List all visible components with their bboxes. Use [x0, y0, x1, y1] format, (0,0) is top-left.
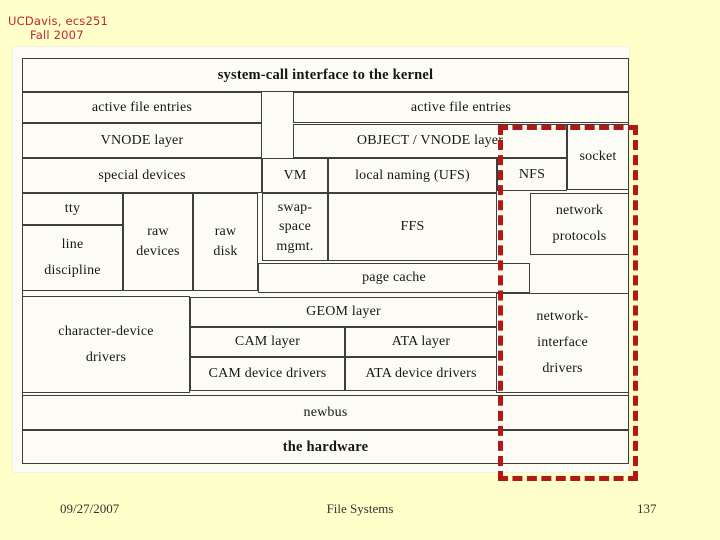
diagram-box-socket: socket — [567, 124, 629, 190]
footer-date: 09/27/2007 — [60, 501, 120, 516]
diagram-box-newbus: newbus — [22, 395, 629, 430]
diagram-box-ata-layer: ATA layer — [345, 327, 497, 357]
diagram-box-nfs: NFS — [497, 158, 567, 191]
diagram-box-raw-devices: raw devices — [123, 193, 193, 291]
diagram-box-active-file-entries-right: active file entries — [293, 92, 629, 123]
diagram-box-ffs: FFS — [328, 193, 497, 261]
diagram-box-active-file-entries-left: active file entries — [22, 92, 262, 123]
course-header: UCDavis, ecs251 Fall 2007 — [8, 14, 108, 43]
diagram-box-cam-device-drivers: CAM device drivers — [190, 357, 345, 391]
diagram-box-network-interface-drivers: network- interface drivers — [496, 293, 629, 393]
diagram-box-ata-device-drivers: ATA device drivers — [345, 357, 497, 391]
diagram-box-geom-layer: GEOM layer — [190, 297, 497, 327]
footer-page-number: 137 — [637, 501, 657, 516]
diagram-box-vnode-layer: VNODE layer — [22, 123, 262, 158]
course-header-line1: UCDavis, ecs251 — [8, 14, 108, 28]
diagram-box-the-hardware: the hardware — [22, 430, 629, 464]
network-stack-highlight-box — [498, 125, 638, 481]
diagram-box-page-cache: page cache — [258, 263, 530, 293]
footer-section-title: File Systems — [326, 501, 394, 516]
diagram-box-character-device-drivers: character-device drivers — [22, 296, 190, 393]
course-header-line2: Fall 2007 — [30, 28, 84, 43]
diagram-box-system-call-interface: system-call interface to the kernel — [22, 58, 629, 92]
slide-footer: 09/27/2007 File Systems 137 — [0, 501, 720, 519]
diagram-box-cam-layer: CAM layer — [190, 327, 345, 357]
diagram-box-vm: VM — [262, 158, 328, 193]
diagram-box-swap-space-mgmt: swap- space mgmt. — [262, 193, 328, 261]
diagram-box-network-protocols: network protocols — [530, 193, 629, 255]
diagram-box-tty: tty — [22, 193, 123, 225]
scanned-figure-paper — [13, 47, 629, 472]
diagram-box-object-vnode-layer: OBJECT / VNODE layer — [293, 124, 567, 158]
diagram-box-line-discipline: line discipline — [22, 225, 123, 291]
diagram-box-special-devices: special devices — [22, 158, 262, 193]
diagram-box-local-naming-ufs: local naming (UFS) — [328, 158, 497, 193]
diagram-box-raw-disk: raw disk — [193, 193, 258, 291]
